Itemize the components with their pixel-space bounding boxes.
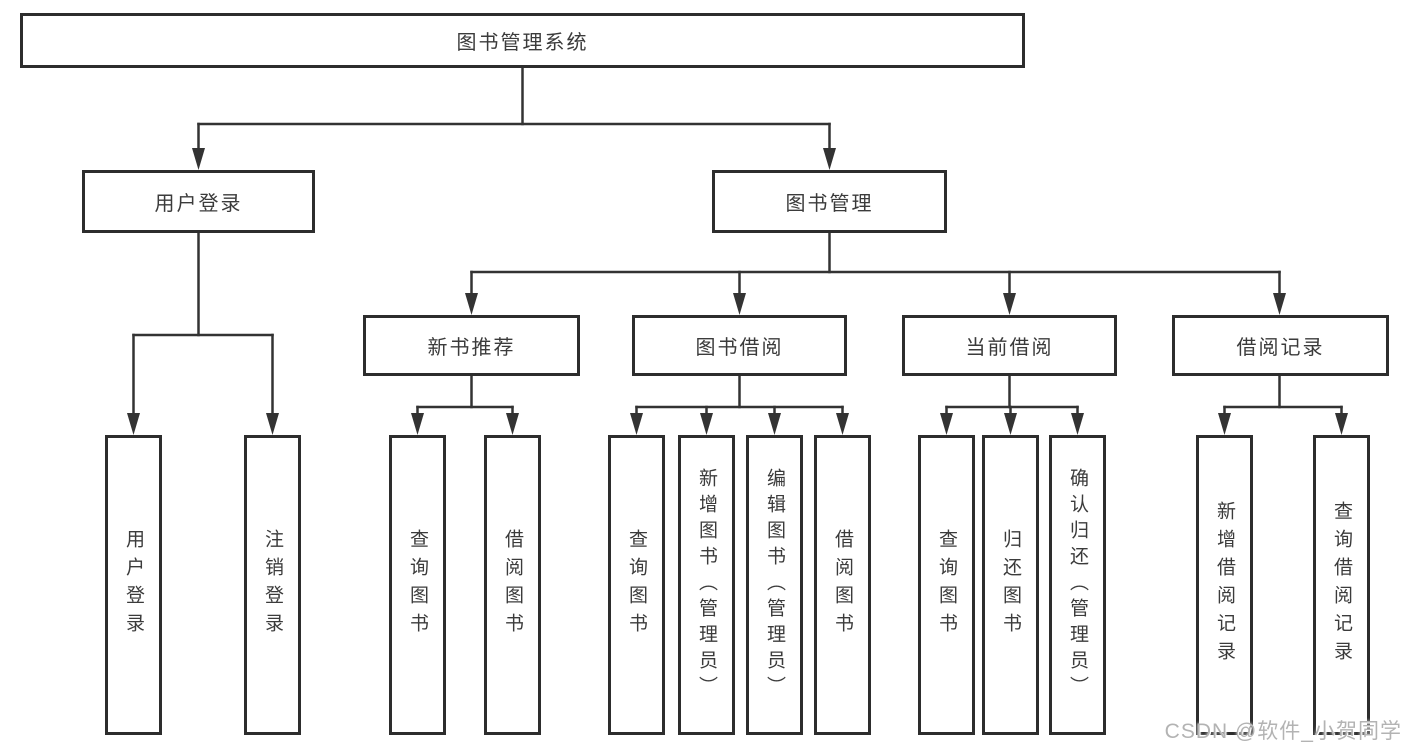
leaf-borrow-books-recommend: 借阅图书 — [484, 435, 541, 735]
leaf-borrow-books: 借阅图书 — [814, 435, 871, 735]
node-borrow-records: 借阅记录 — [1172, 315, 1389, 376]
leaf-query-borrow-record: 查询借阅记录 — [1313, 435, 1370, 735]
arrowheads — [127, 148, 1348, 435]
leaf-add-books-admin: 新增图书（管理员） — [678, 435, 735, 735]
leaf-add-borrow-record: 新增借阅记录 — [1196, 435, 1253, 735]
csdn-watermark: CSDN @软件_小贺同学 — [1164, 720, 1402, 743]
node-user-login: 用户登录 — [82, 170, 315, 233]
leaf-query-books-borrow: 查询图书 — [608, 435, 665, 735]
node-current-borrow: 当前借阅 — [902, 315, 1117, 376]
leaf-logout: 注销登录 — [244, 435, 301, 735]
leaf-edit-books-admin: 编辑图书（管理员） — [746, 435, 803, 735]
leaf-query-books-current: 查询图书 — [918, 435, 975, 735]
node-book-management: 图书管理 — [712, 170, 947, 233]
leaf-return-books: 归还图书 — [982, 435, 1039, 735]
node-book-borrow: 图书借阅 — [632, 315, 847, 376]
leaf-user-login: 用户登录 — [105, 435, 162, 735]
leaf-query-books-recommend: 查询图书 — [389, 435, 446, 735]
node-root-system: 图书管理系统 — [20, 13, 1025, 68]
leaf-confirm-return-admin: 确认归还（管理员） — [1049, 435, 1106, 735]
node-new-book-recommend: 新书推荐 — [363, 315, 580, 376]
